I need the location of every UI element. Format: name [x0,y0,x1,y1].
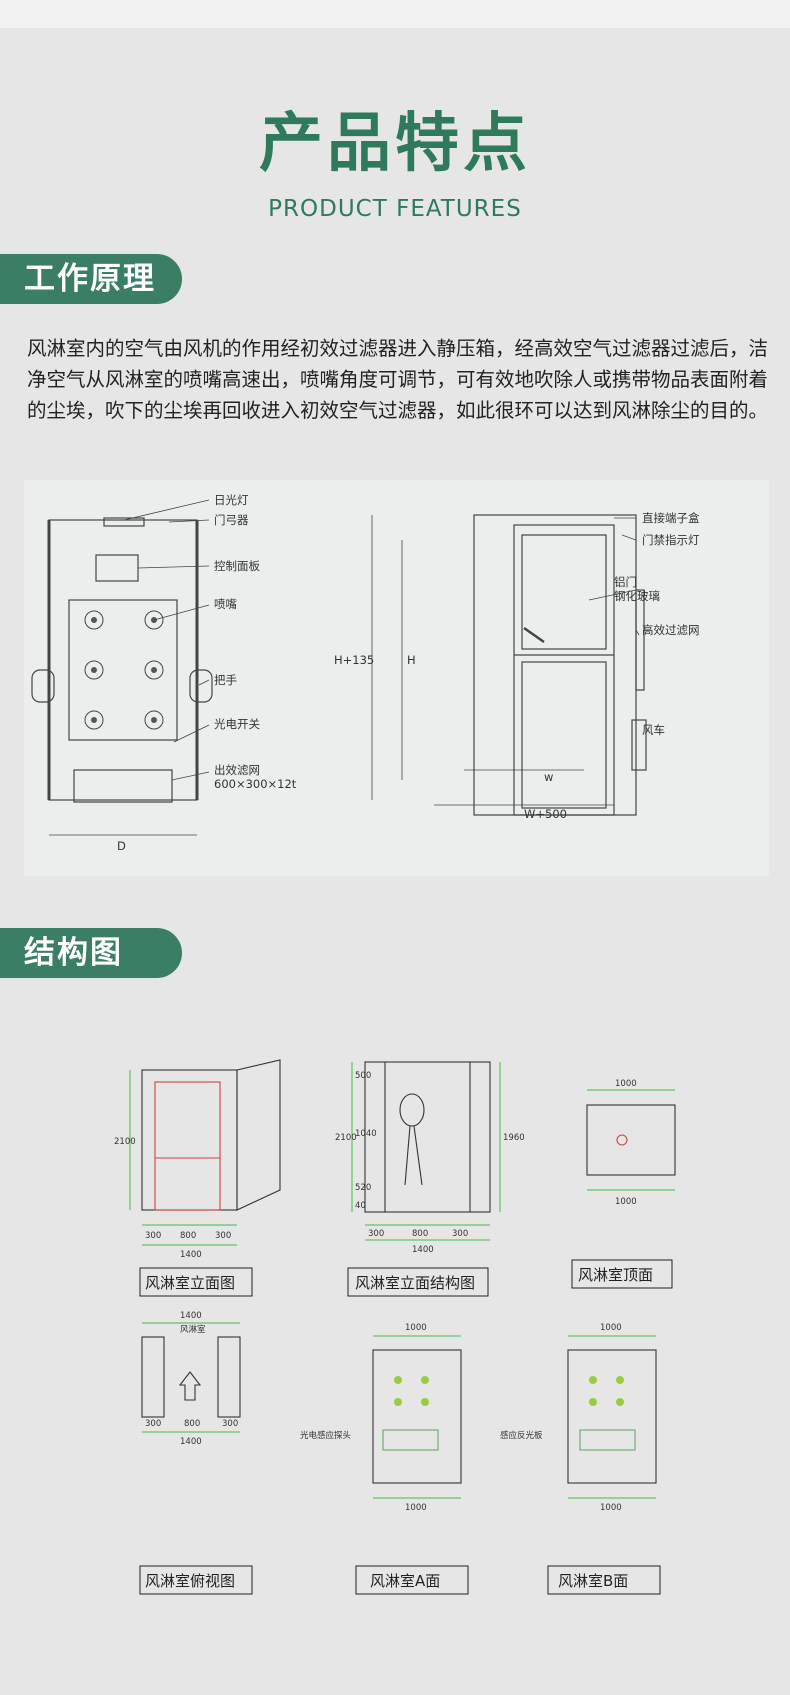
working-principle-diagram: 日光灯 门弓器 控制面板 喷嘴 把手 光电开关 出效滤网 600×300×12t… [24,480,769,876]
top-strip [0,0,790,28]
label-control-panel: 控制面板 [214,559,260,573]
dim-1000-c: 1000 [405,1323,427,1333]
dim-h135: H+135 [334,653,374,667]
caption-elevation-structure: 风淋室立面结构图 [355,1274,475,1292]
right-handle [189,669,213,703]
label-nozzle: 喷嘴 [214,597,237,611]
caption-plan: 风淋室俯视图 [145,1572,235,1590]
label-door-1: 铝门 [614,575,637,589]
label-filter-size: 600×300×12t [214,777,297,791]
dim-1400-b: 1400 [412,1245,434,1255]
label-handle: 把手 [214,673,237,687]
dim-300-b: 300 [215,1231,231,1241]
label-sensor-a: 光电感应探头 [300,1430,352,1441]
caption-elevation: 风淋室立面图 [145,1274,235,1292]
dim-300-c: 300 [368,1229,384,1239]
label-terminal-box: 直接端子盒 [642,511,700,525]
dim-2100-b: 2100 [335,1133,357,1143]
dim-1000-e: 1000 [600,1323,622,1333]
dim-d: D [117,839,126,853]
dim-1400-d: 1400 [180,1437,202,1447]
dim-1000-f: 1000 [600,1503,622,1513]
label-lamp: 日光灯 [214,493,249,507]
dim-300-e: 300 [145,1419,161,1429]
label-filter: 出效滤网 [214,763,260,777]
door-frame [513,524,615,816]
filter-grille [73,769,173,803]
label-access-light: 门禁指示灯 [642,533,700,547]
caption-side-b: 风淋室B面 [558,1572,628,1590]
dim-1000-b: 1000 [615,1197,637,1207]
dim-1960: 1960 [503,1133,525,1143]
page-title: 产品特点 [259,107,531,181]
nozzle-markers [394,1376,624,1406]
dim-520-a: 520 [355,1183,371,1193]
page-subtitle: PRODUCT FEATURES [268,196,522,222]
side-a-box [372,1349,462,1484]
plan-right-panel [217,1336,241,1418]
dim-1400-c: 1400 [180,1311,202,1321]
dim-40-a: 40 [355,1201,366,1211]
dim-300-f: 300 [222,1419,238,1429]
nozzle-panel [68,599,178,741]
working-principle-svg: 日光灯 门弓器 控制面板 喷嘴 把手 光电开关 出效滤网 600×300×12t… [31,493,700,853]
dim-1400-a: 1400 [180,1250,202,1260]
left-handle [31,669,55,703]
shower-front-body [48,519,198,801]
dim-300-a: 300 [145,1231,161,1241]
label-room: 风淋室 [180,1324,206,1335]
caption-side-a: 风淋室A面 [370,1572,440,1590]
dim-h: H [407,653,416,667]
dim-1000-d: 1000 [405,1503,427,1513]
caption-top: 风淋室顶面 [578,1266,653,1284]
fan-unit [631,719,647,771]
section-tag-structure: 结构图 [0,928,182,978]
dim-1040-a: 1040 [355,1129,377,1139]
section-tag-working-principle: 工作原理 [0,254,182,304]
dimension-lines [129,1062,675,1499]
nozzle-icons [84,610,164,730]
dim-w500: W+500 [524,807,567,821]
label-photo-switch: 光电开关 [214,717,260,731]
plan-left-panel [141,1336,165,1418]
dim-800-a: 800 [180,1231,196,1241]
label-fan: 风车 [642,723,665,737]
elevation-structure [364,1061,491,1213]
intro-text: 风淋室内的空气由风机的作用经初效过滤器进入静压箱，经高效空气过滤器过滤后，洁净空… [27,337,769,422]
dim-800-b: 800 [412,1229,428,1239]
dim-w: w [544,770,553,784]
dim-800-c: 800 [184,1419,200,1429]
leader-lines [49,499,640,836]
side-b-box [567,1349,657,1484]
structure-drawings-svg: 2100 300 800 300 1400 2100 500 1040 520 … [114,1059,676,1595]
label-sensor-b: 感应反光板 [500,1430,543,1441]
dim-2100-a: 2100 [114,1137,136,1147]
label-hepa: 高效过滤网 [642,623,700,637]
dim-300-d: 300 [452,1229,468,1239]
top-view-box [586,1104,676,1176]
lamp-fixture [103,517,145,527]
elevation-front [141,1069,238,1211]
dim-1000-a: 1000 [615,1079,637,1089]
label-door-2: 钢化玻璃 [614,589,660,603]
label-door-closer: 门弓器 [214,513,249,527]
dim-500-a: 500 [355,1071,371,1081]
control-panel-box [95,554,139,582]
